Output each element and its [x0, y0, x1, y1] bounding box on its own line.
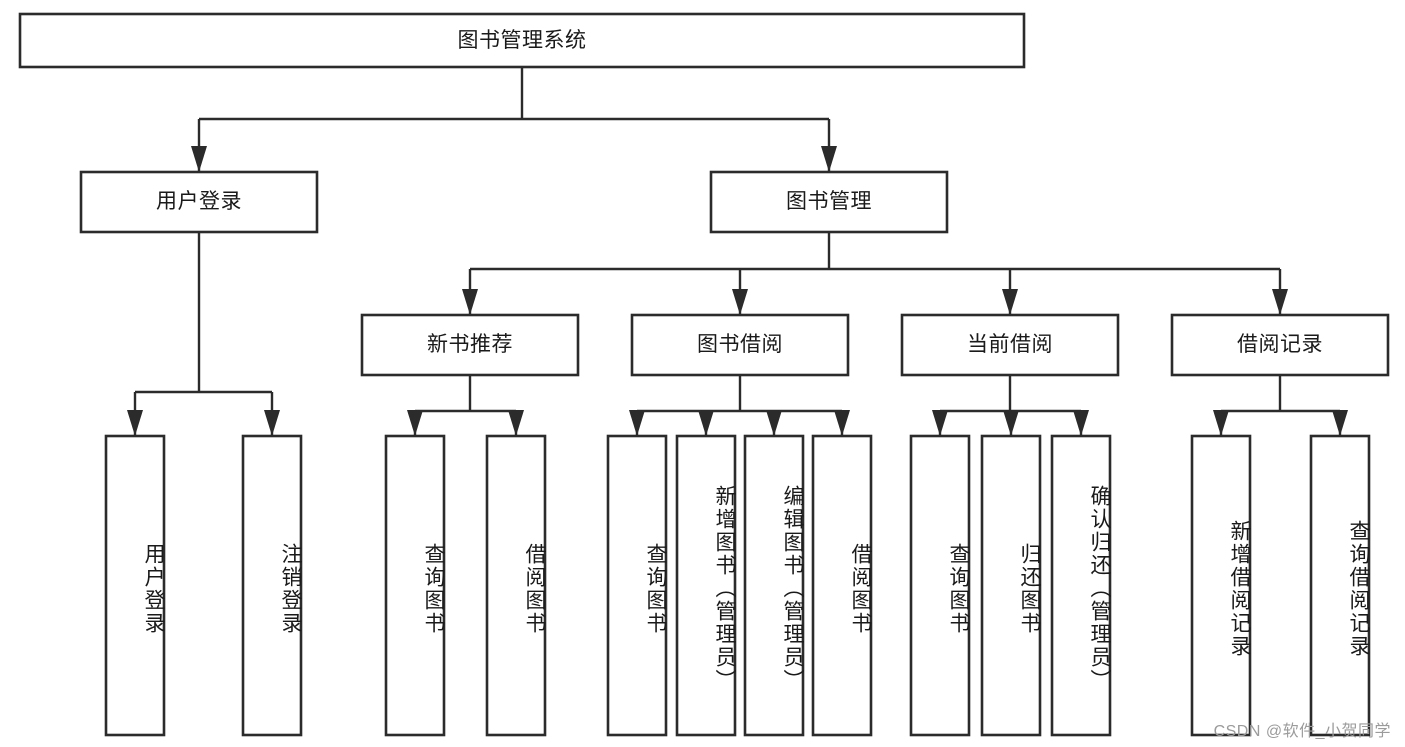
node-box-leaf-borrow-book: [811, 434, 873, 737]
node-box-leaf-logout: [241, 434, 303, 737]
node-box-leaf-query-book-current: [909, 434, 971, 737]
node-box-leaf-add-borrow-record: [1190, 434, 1252, 737]
connector-arrow-root_to_level2-1: [821, 146, 837, 172]
connector-layer: [127, 67, 1348, 436]
connector-arrow-book_manage_to_level3-3: [1272, 289, 1288, 315]
connector-arrow-book_borrow_to_leaves-0: [629, 410, 645, 436]
node-box-leaf-confirm-return-admin: [1050, 434, 1112, 737]
connector-arrow-new_book_recommend_to_leaves-1: [508, 410, 524, 436]
node-box-current-borrow: [900, 313, 1120, 377]
node-box-new-book-recommend: [360, 313, 580, 377]
connector-arrow-book_borrow_to_leaves-2: [766, 410, 782, 436]
connector-arrow-current_borrow_to_leaves-1: [1003, 410, 1019, 436]
connector-arrow-book_borrow_to_leaves-1: [698, 410, 714, 436]
connector-arrow-book_manage_to_level3-2: [1002, 289, 1018, 315]
node-box-book-borrow: [630, 313, 850, 377]
connector-arrow-book_borrow_to_leaves-3: [834, 410, 850, 436]
node-box-leaf-add-book-admin: [675, 434, 737, 737]
connector-arrow-new_book_recommend_to_leaves-0: [407, 410, 423, 436]
connector-arrow-book_manage_to_level3-0: [462, 289, 478, 315]
node-box-book-manage: [709, 170, 949, 234]
node-box-leaf-user-login: [104, 434, 166, 737]
node-box-leaf-borrow-book-recommend: [485, 434, 547, 737]
node-box-leaf-query-book-recommend: [384, 434, 446, 737]
node-box-leaf-edit-book-admin: [743, 434, 805, 737]
connector-arrow-borrow_record_to_leaves-0: [1213, 410, 1229, 436]
csdn-watermark: CSDN @软件_小贺同学: [1213, 723, 1391, 740]
node-rect-layer: [18, 12, 1390, 737]
connector-arrow-current_borrow_to_leaves-0: [932, 410, 948, 436]
connector-arrow-user_login_to_leaves-1: [264, 410, 280, 436]
node-box-user-login: [79, 170, 319, 234]
connector-arrow-book_manage_to_level3-1: [732, 289, 748, 315]
connector-arrow-root_to_level2-0: [191, 146, 207, 172]
node-box-leaf-query-borrow-record: [1309, 434, 1371, 737]
node-box-leaf-query-book-borrow: [606, 434, 668, 737]
node-box-root: [18, 12, 1026, 69]
connector-arrow-current_borrow_to_leaves-2: [1073, 410, 1089, 436]
node-box-leaf-return-book: [980, 434, 1042, 737]
connector-arrow-borrow_record_to_leaves-1: [1332, 410, 1348, 436]
connector-arrow-user_login_to_leaves-0: [127, 410, 143, 436]
node-box-borrow-record: [1170, 313, 1390, 377]
